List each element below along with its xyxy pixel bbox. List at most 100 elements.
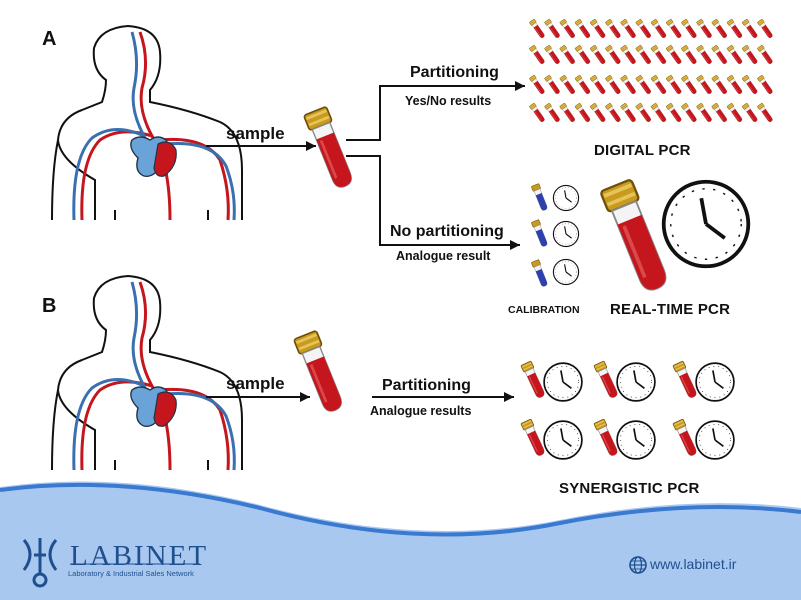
digital-pcr-tube bbox=[604, 44, 623, 66]
person-b bbox=[50, 274, 244, 472]
panel-label-b: B bbox=[42, 295, 57, 317]
synergistic-clock bbox=[695, 420, 735, 460]
synergistic-clock bbox=[543, 362, 583, 402]
digital-pcr-tube bbox=[680, 102, 699, 124]
digital-pcr-tube bbox=[711, 102, 729, 124]
digital-pcr-tube bbox=[756, 102, 775, 124]
digital-pcr-tube bbox=[574, 18, 592, 40]
digital-pcr-tube bbox=[574, 44, 592, 66]
digital-pcr-tube bbox=[756, 18, 775, 40]
synergistic-clock bbox=[616, 420, 656, 460]
digital-pcr-tube bbox=[635, 44, 653, 66]
digital-pcr-tube bbox=[604, 74, 623, 96]
synergistic-tube bbox=[672, 360, 700, 400]
digital-pcr-tube bbox=[528, 102, 547, 124]
partitioning-label-b: Partitioning bbox=[382, 377, 471, 394]
digital-pcr-tube bbox=[559, 74, 577, 96]
digital-pcr-tube bbox=[559, 18, 577, 40]
labinet-logo-icon bbox=[22, 538, 58, 588]
digital-pcr-tube bbox=[696, 102, 714, 124]
partitioning-sub-b: Analogue results bbox=[370, 404, 472, 418]
synergistic-tube bbox=[593, 418, 621, 458]
digital-pcr-tube bbox=[635, 102, 653, 124]
digital-pcr-tube bbox=[528, 74, 547, 96]
synergistic-clock bbox=[616, 362, 656, 402]
sample-label-a: sample bbox=[226, 124, 285, 143]
digital-pcr-tube bbox=[741, 74, 759, 96]
digital-pcr-tube bbox=[559, 102, 577, 124]
digital-pcr-tube bbox=[620, 44, 638, 66]
digital-pcr-tube bbox=[665, 18, 683, 40]
realtime-pcr-title: REAL-TIME PCR bbox=[610, 301, 731, 318]
labinet-logo-tagline: Laboratory & Industrial Sales Network bbox=[68, 569, 194, 578]
digital-pcr-tube bbox=[741, 102, 759, 124]
digital-pcr-tube bbox=[726, 18, 744, 40]
digital-pcr-tube bbox=[544, 44, 562, 66]
digital-pcr-tube bbox=[696, 74, 714, 96]
digital-pcr-tube bbox=[741, 44, 759, 66]
digital-pcr-tube bbox=[620, 102, 638, 124]
synergistic-tube bbox=[672, 418, 700, 458]
synergistic-clock bbox=[543, 420, 583, 460]
synergistic-pcr-title: SYNERGISTIC PCR bbox=[559, 480, 700, 497]
digital-pcr-tube bbox=[604, 18, 623, 40]
digital-pcr-tube bbox=[650, 18, 668, 40]
digital-pcr-tube bbox=[711, 74, 729, 96]
digital-pcr-tube bbox=[620, 74, 638, 96]
digital-pcr-tube bbox=[544, 18, 562, 40]
digital-pcr-tube bbox=[665, 44, 683, 66]
globe-icon bbox=[629, 556, 647, 574]
realtime-clock bbox=[661, 179, 751, 269]
digital-pcr-tube bbox=[665, 74, 683, 96]
digital-pcr-title: DIGITAL PCR bbox=[594, 142, 691, 159]
digital-pcr-tube bbox=[544, 74, 562, 96]
digital-pcr-tube bbox=[726, 74, 744, 96]
digital-pcr-tube bbox=[650, 44, 668, 66]
digital-pcr-tube bbox=[528, 18, 547, 40]
synergistic-tube bbox=[520, 418, 548, 458]
lower-branch-sub: Analogue result bbox=[396, 249, 491, 263]
branch-lower-a bbox=[346, 155, 520, 246]
digital-pcr-tube bbox=[544, 102, 562, 124]
synergistic-pcr-grid bbox=[520, 360, 735, 460]
digital-pcr-tube bbox=[680, 18, 699, 40]
digital-pcr-tube bbox=[650, 102, 668, 124]
digital-pcr-tube bbox=[528, 44, 547, 66]
synergistic-clock bbox=[695, 362, 735, 402]
digital-pcr-tube bbox=[711, 18, 729, 40]
person-a bbox=[50, 24, 244, 222]
digital-pcr-tube bbox=[756, 44, 775, 66]
digital-pcr-tube bbox=[589, 74, 607, 96]
digital-pcr-tube bbox=[620, 18, 638, 40]
digital-pcr-tube bbox=[711, 44, 729, 66]
panel-label-a: A bbox=[42, 28, 57, 50]
digital-pcr-tube bbox=[604, 102, 623, 124]
digital-pcr-tube bbox=[589, 102, 607, 124]
digital-pcr-tube bbox=[650, 74, 668, 96]
digital-pcr-tube bbox=[665, 102, 683, 124]
digital-pcr-tube bbox=[696, 18, 714, 40]
calibration-label: CALIBRATION bbox=[508, 304, 580, 316]
digital-pcr-tube bbox=[589, 18, 607, 40]
realtime-tube bbox=[599, 178, 674, 296]
lower-branch-label: No partitioning bbox=[390, 223, 504, 240]
digital-pcr-tube bbox=[635, 18, 653, 40]
digital-pcr-tube bbox=[559, 44, 577, 66]
upper-branch-label: Partitioning bbox=[410, 64, 499, 81]
digital-pcr-tube-grid bbox=[528, 18, 775, 124]
digital-pcr-tube bbox=[635, 74, 653, 96]
digital-pcr-tube bbox=[726, 102, 744, 124]
digital-pcr-tube bbox=[741, 18, 759, 40]
calibration-set bbox=[530, 183, 580, 288]
digital-pcr-tube bbox=[589, 44, 607, 66]
digital-pcr-tube bbox=[574, 74, 592, 96]
branch-upper-a bbox=[346, 85, 525, 141]
footer-wave bbox=[0, 481, 801, 600]
digital-pcr-tube bbox=[696, 44, 714, 66]
sample-label-b: sample bbox=[226, 374, 285, 393]
labinet-logo-text: LABINET bbox=[70, 540, 209, 572]
website-link[interactable]: www.labinet.ir bbox=[650, 556, 737, 572]
digital-pcr-tube bbox=[680, 74, 699, 96]
digital-pcr-tube bbox=[726, 44, 744, 66]
